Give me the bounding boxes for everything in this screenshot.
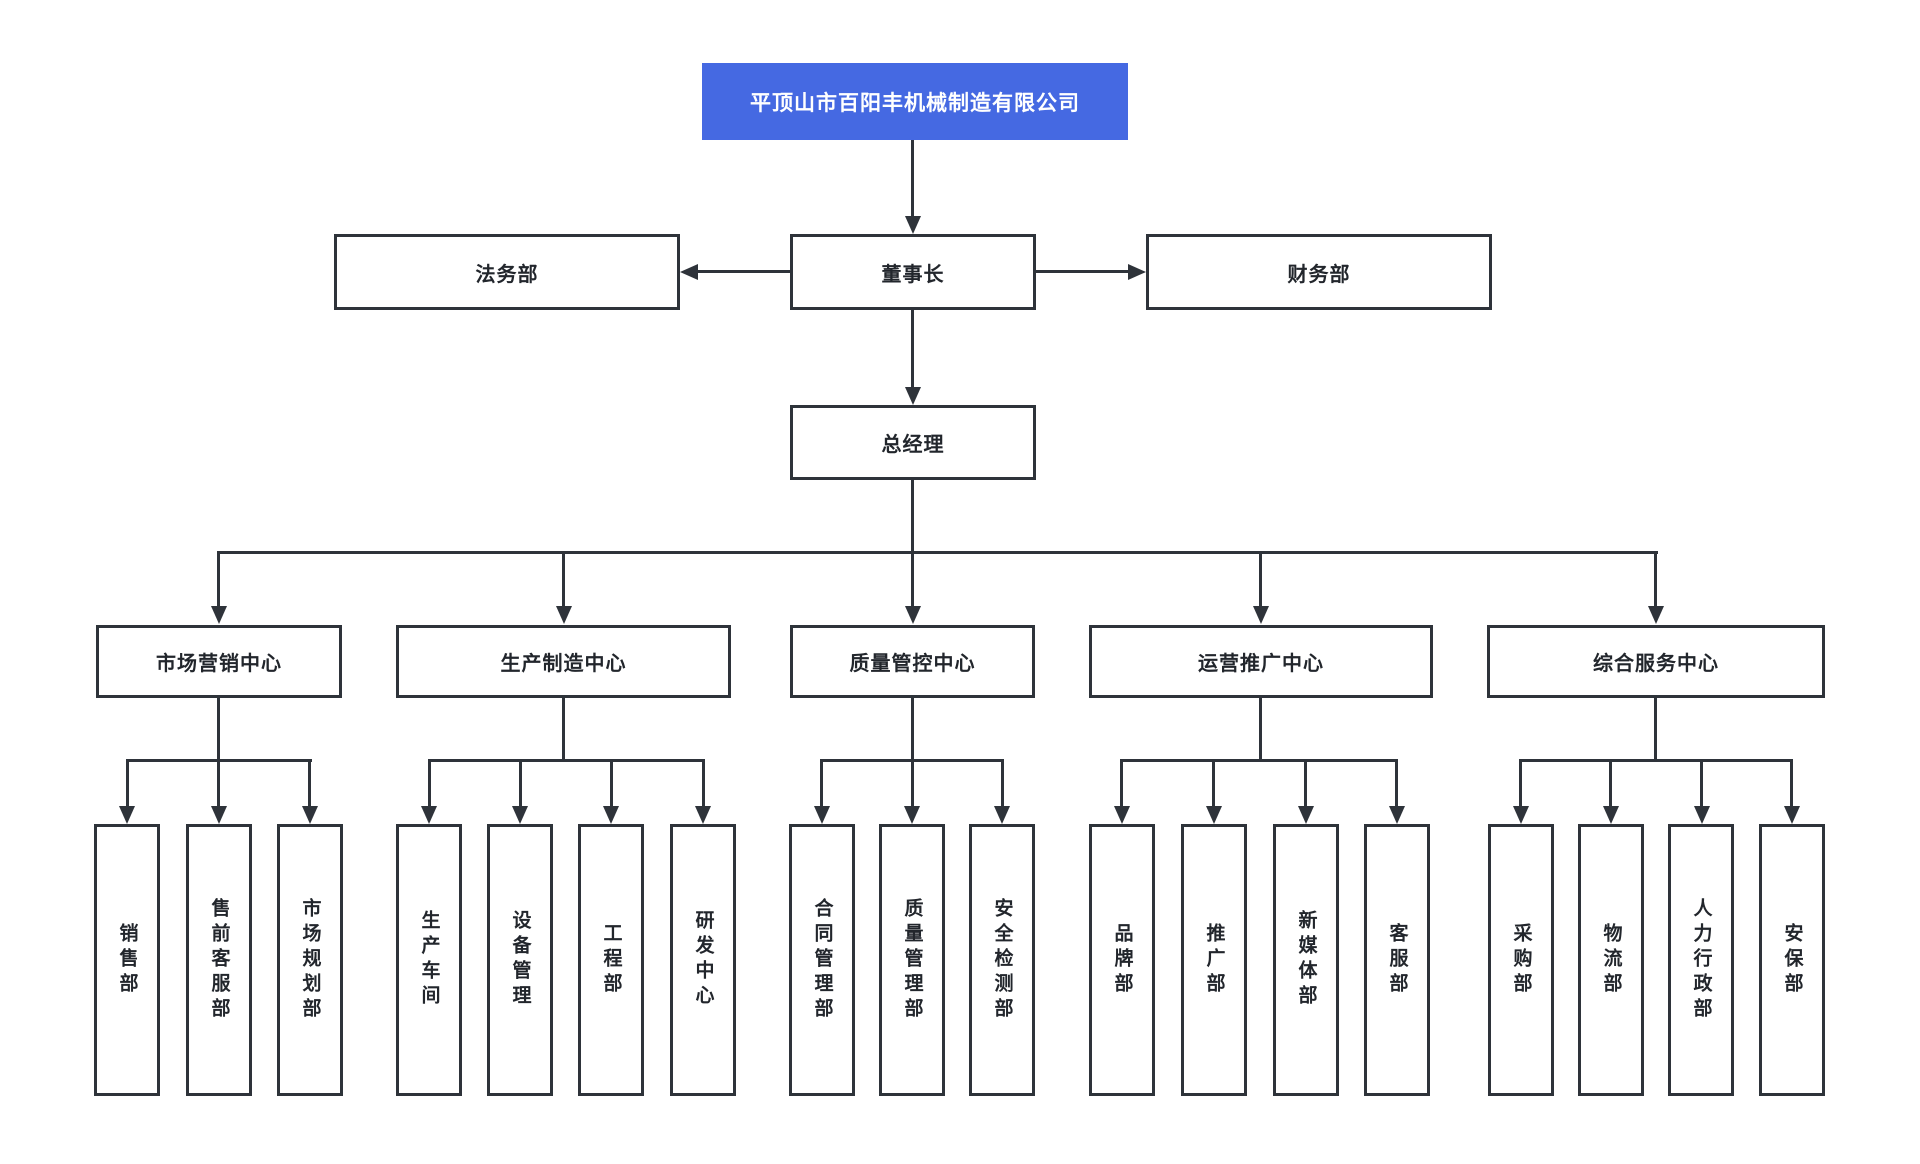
connector-services-bus — [1654, 698, 1657, 762]
arrowhead-quality-mgmt-icon — [904, 806, 920, 824]
connector-drop-brand — [1120, 759, 1123, 807]
arrowhead-hr-admin-icon — [1694, 806, 1710, 824]
arrowhead-rnd-icon — [695, 806, 711, 824]
connector-drop-hr-admin — [1700, 759, 1703, 807]
connector-drop-rnd — [702, 759, 705, 807]
bus-line-production — [428, 759, 705, 762]
arrowhead-customer-service-icon — [1389, 806, 1405, 824]
node-center-quality: 质量管控中心 — [790, 625, 1035, 698]
node-center-marketing: 市场营销中心 — [96, 625, 342, 698]
connector-drop-presales — [217, 759, 220, 807]
node-dept-engineering: 工程部 — [578, 824, 644, 1096]
node-center-production: 生产制造中心 — [396, 625, 731, 698]
connector-drop-purchasing — [1519, 759, 1522, 807]
connector-bus-marketing — [217, 551, 220, 607]
connector-operations-bus — [1259, 698, 1262, 762]
arrowhead-brand-icon — [1114, 806, 1130, 824]
arrowhead-legal-icon — [680, 264, 698, 280]
arrowhead-engineering-icon — [603, 806, 619, 824]
arrowhead-gm-icon — [905, 387, 921, 405]
arrowhead-promotion-icon — [1206, 806, 1222, 824]
node-center-operations: 运营推广中心 — [1089, 625, 1433, 698]
node-chairman: 董事长 — [790, 234, 1036, 310]
node-dept-brand: 品牌部 — [1089, 824, 1155, 1096]
connector-drop-promotion — [1212, 759, 1215, 807]
node-general-manager: 总经理 — [790, 405, 1036, 480]
node-dept-workshop: 生产车间 — [396, 824, 462, 1096]
arrowhead-finance-icon — [1128, 264, 1146, 280]
arrowhead-logistics-icon — [1603, 806, 1619, 824]
node-dept-contract: 合同管理部 — [789, 824, 855, 1096]
connector-production-bus — [562, 698, 565, 762]
connector-bus-operations — [1259, 551, 1262, 607]
connector-drop-security — [1790, 759, 1793, 807]
connector-company-chairman — [911, 140, 914, 218]
node-dept-hr-admin: 人力行政部 — [1668, 824, 1734, 1096]
arrowhead-production-icon — [556, 606, 572, 624]
node-dept-rnd: 研发中心 — [670, 824, 736, 1096]
arrowhead-new-media-icon — [1298, 806, 1314, 824]
connector-drop-new-media — [1304, 759, 1307, 807]
connector-marketing-bus — [217, 698, 220, 762]
connector-quality-bus — [911, 698, 914, 762]
arrowhead-safety-testing-icon — [994, 806, 1010, 824]
arrowhead-presales-icon — [211, 806, 227, 824]
connector-drop-logistics — [1609, 759, 1612, 807]
node-dept-new-media: 新媒体部 — [1273, 824, 1339, 1096]
connector-drop-market-planning — [308, 759, 311, 807]
node-center-services: 综合服务中心 — [1487, 625, 1825, 698]
connector-chairman-finance — [1036, 270, 1128, 273]
node-dept-safety-testing: 安全检测部 — [969, 824, 1035, 1096]
connector-bus-services — [1654, 551, 1657, 607]
node-dept-presales-service: 售前客服部 — [186, 824, 252, 1096]
connector-drop-sales — [126, 759, 129, 807]
node-dept-logistics: 物流部 — [1578, 824, 1644, 1096]
connector-drop-engineering — [610, 759, 613, 807]
bus-line-operations — [1120, 759, 1398, 762]
connector-chairman-legal — [698, 270, 790, 273]
node-dept-purchasing: 采购部 — [1488, 824, 1554, 1096]
connector-chairman-gm — [911, 310, 914, 387]
bus-line-centers — [217, 551, 1658, 554]
node-dept-sales: 销售部 — [94, 824, 160, 1096]
arrowhead-chairman-icon — [905, 216, 921, 234]
arrowhead-market-planning-icon — [302, 806, 318, 824]
arrowhead-operations-icon — [1253, 606, 1269, 624]
arrowhead-workshop-icon — [421, 806, 437, 824]
connector-bus-quality — [911, 551, 914, 607]
node-dept-promotion: 推广部 — [1181, 824, 1247, 1096]
connector-bus-production — [562, 551, 565, 607]
node-dept-quality-mgmt: 质量管理部 — [879, 824, 945, 1096]
connector-drop-equipment — [519, 759, 522, 807]
connector-drop-safety-testing — [1001, 759, 1004, 807]
arrowhead-purchasing-icon — [1513, 806, 1529, 824]
arrowhead-security-icon — [1784, 806, 1800, 824]
connector-drop-customer-service — [1395, 759, 1398, 807]
arrowhead-marketing-icon — [211, 606, 227, 624]
node-dept-equipment: 设备管理 — [487, 824, 553, 1096]
arrowhead-equipment-icon — [512, 806, 528, 824]
node-finance-department: 财务部 — [1146, 234, 1492, 310]
node-legal-department: 法务部 — [334, 234, 680, 310]
arrowhead-quality-icon — [905, 606, 921, 624]
node-company: 平顶山市百阳丰机械制造有限公司 — [702, 63, 1128, 140]
connector-gm-bus — [911, 480, 914, 554]
arrowhead-contract-icon — [814, 806, 830, 824]
node-dept-market-planning: 市场规划部 — [277, 824, 343, 1096]
connector-drop-contract — [820, 759, 823, 807]
bus-line-services — [1519, 759, 1793, 762]
connector-drop-quality-mgmt — [911, 759, 914, 807]
node-dept-customer-service: 客服部 — [1364, 824, 1430, 1096]
arrowhead-services-icon — [1648, 606, 1664, 624]
arrowhead-sales-icon — [119, 806, 135, 824]
connector-drop-workshop — [428, 759, 431, 807]
node-dept-security: 安保部 — [1759, 824, 1825, 1096]
